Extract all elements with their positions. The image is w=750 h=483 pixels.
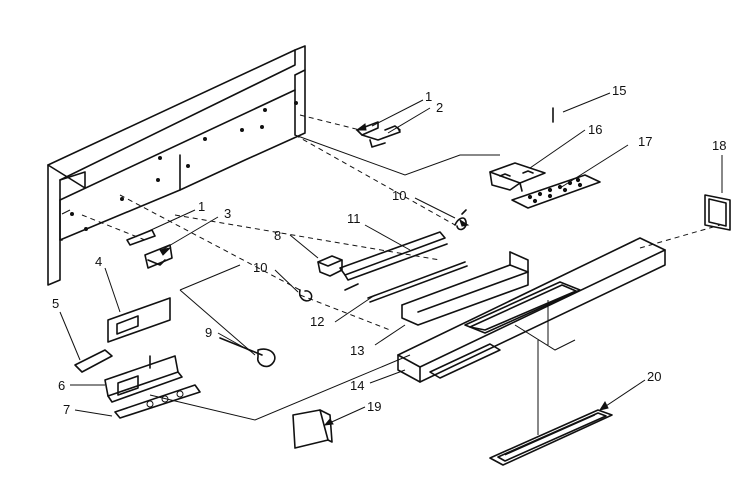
part-11-rod: [339, 231, 448, 281]
leader-lines: [59, 92, 723, 426]
panel-screw-holes: [70, 101, 298, 231]
callout-19: 19: [367, 399, 381, 414]
callout-5: 5: [52, 296, 59, 311]
callout-4: 4: [95, 254, 102, 269]
callout-11: 11: [347, 211, 361, 226]
part-17-control-plate: [511, 174, 601, 209]
part-5-clip: [74, 349, 113, 373]
callout-2: 2: [436, 100, 443, 115]
part-8-block: [317, 255, 343, 277]
part-6-switch-housing: [104, 355, 183, 403]
callout-7: 7: [63, 402, 70, 417]
part-18-end-cap: [704, 194, 731, 231]
callout-20: 20: [647, 369, 661, 384]
callout-9: 9: [205, 325, 212, 340]
arrowheads: [159, 123, 609, 426]
callout-10-lower: 10: [253, 260, 267, 275]
callout-labels: 1 2 15 16 17 18 10 1 3 11 8 4 10 5 12 9 …: [52, 83, 726, 417]
part-13-tray: [401, 251, 529, 326]
callout-8: 8: [274, 228, 281, 243]
part-19-end-cap: [292, 409, 333, 449]
back-panel-frame: [47, 45, 306, 286]
part-10-clip-lower: [298, 289, 313, 302]
callout-13: 13: [350, 343, 364, 358]
callout-14: 14: [350, 378, 364, 393]
part-4-lens: [107, 297, 171, 343]
callout-17: 17: [638, 134, 652, 149]
part-9-bulb: [219, 337, 276, 368]
part-7-plate: [114, 384, 201, 419]
part-10-clip-upper: [454, 209, 467, 231]
part-20-base-panel: [489, 409, 613, 466]
callout-15: 15: [612, 83, 626, 98]
part-12-rod: [344, 261, 468, 303]
callout-6: 6: [58, 378, 65, 393]
part-16-bracket: [489, 162, 546, 192]
callout-12: 12: [310, 314, 324, 329]
part-14-housing: [397, 237, 666, 383]
callout-18: 18: [712, 138, 726, 153]
callout-16: 16: [588, 122, 602, 137]
alignment-lines: [81, 114, 721, 435]
callout-3: 3: [224, 206, 231, 221]
part-1-2-hinge-bracket: [356, 121, 401, 148]
callout-1-left: 1: [198, 199, 205, 214]
callout-10-upper: 10: [392, 188, 406, 203]
callout-1-top: 1: [425, 89, 432, 104]
